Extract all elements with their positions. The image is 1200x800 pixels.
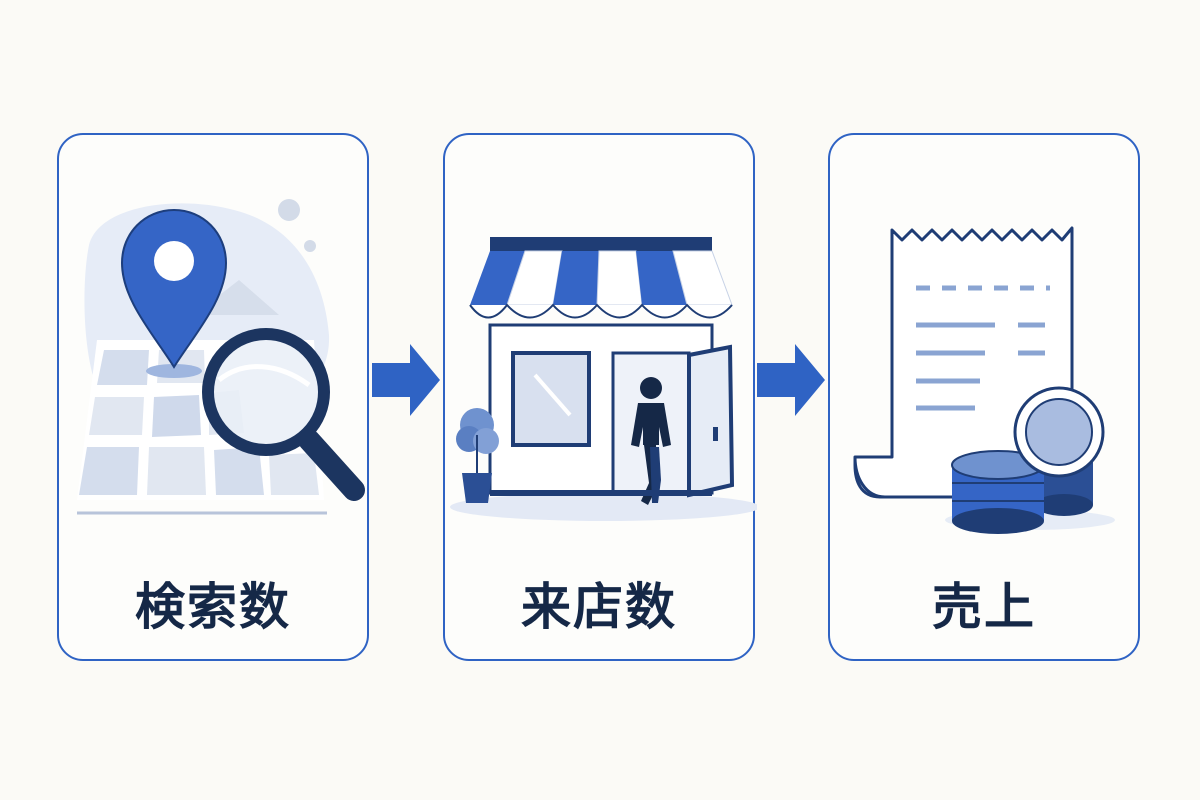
step-card-search: 検索数 [57, 133, 369, 661]
step-label-search: 検索数 [135, 578, 291, 636]
arrow-right-icon [372, 344, 440, 416]
map-pin-search-icon [77, 199, 365, 515]
step-card-visits: 来店数 [443, 133, 757, 661]
receipt-coins-icon [853, 226, 1115, 534]
arrow-right-icon [757, 344, 825, 416]
step-label-visits: 来店数 [521, 578, 677, 636]
storefront-icon [450, 237, 757, 521]
step-label-sales: 売上 [932, 578, 1036, 636]
step-card-sales: 売上 [828, 133, 1140, 661]
